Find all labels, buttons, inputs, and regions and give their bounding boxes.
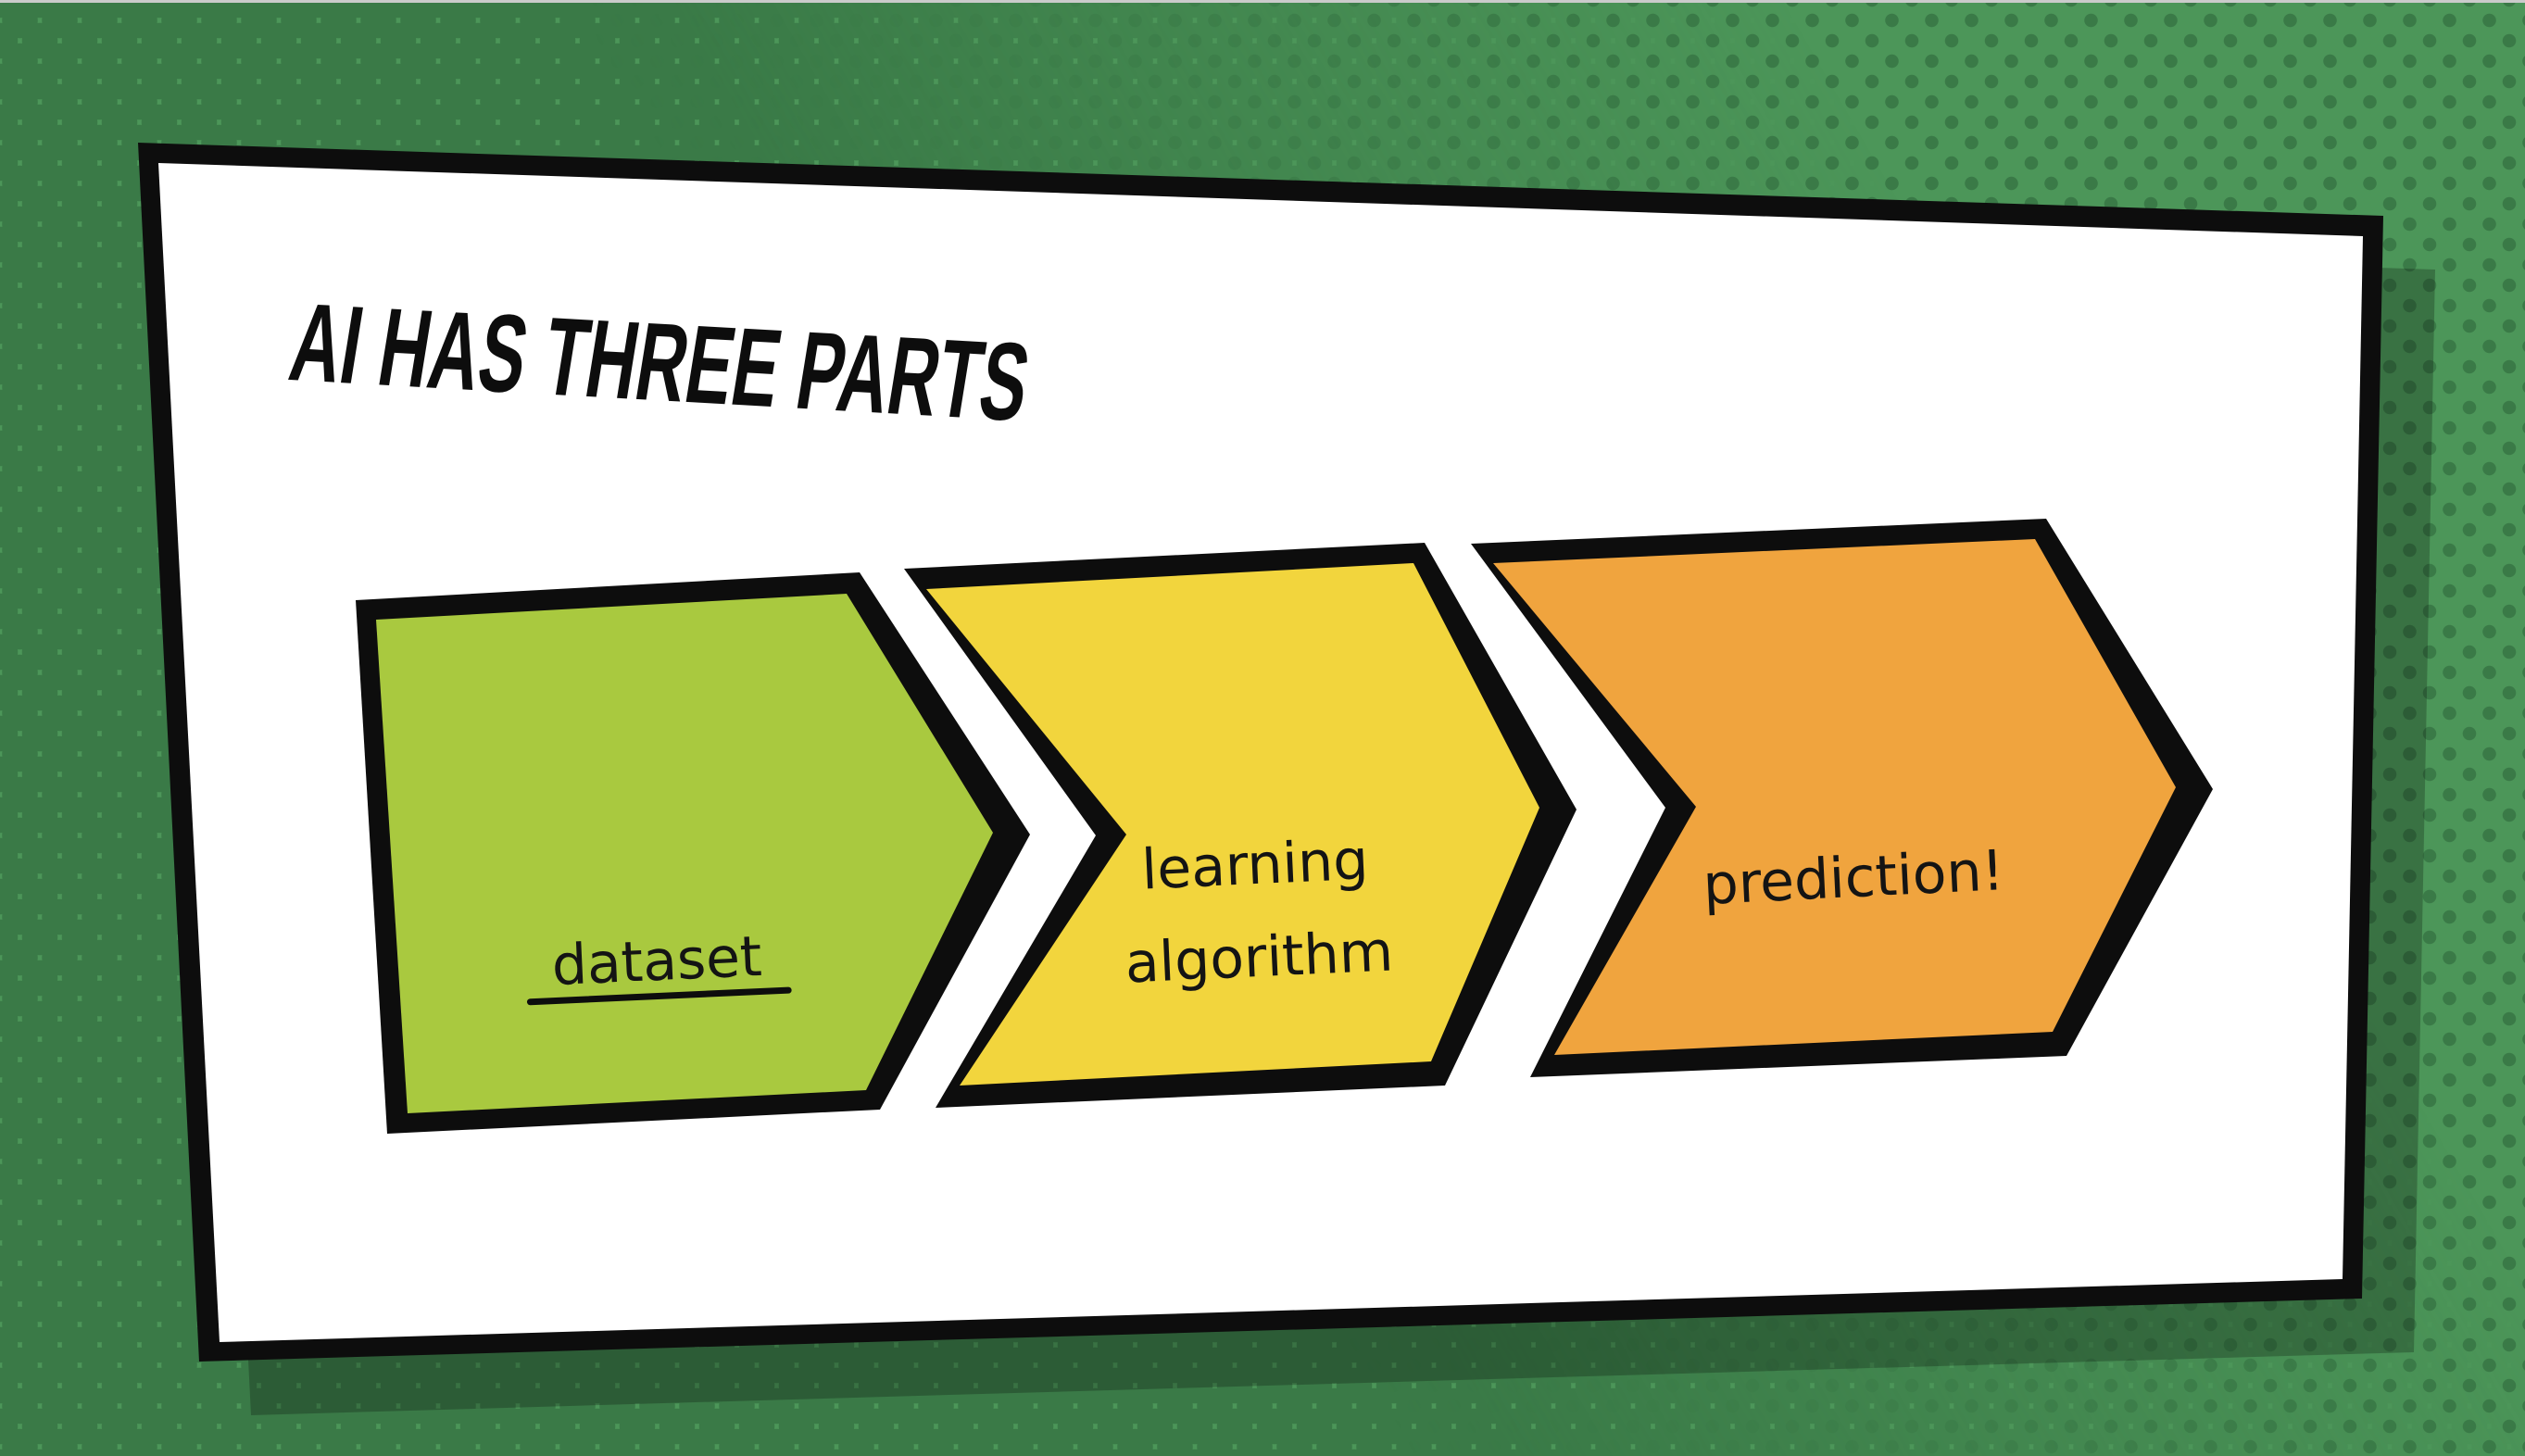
arrow-label-learning-line1[interactable]: learning — [1140, 828, 1370, 903]
process-arrow-learning-algorithm[interactable]: learning algorithm — [904, 543, 1577, 1108]
arrow-prediction-fill — [1493, 539, 2176, 1055]
dataset-underline — [526, 986, 792, 1006]
arrow-dataset-fill — [376, 594, 993, 1113]
arrow-label-learning-line2[interactable]: algorithm — [1124, 919, 1394, 996]
process-arrow-dataset[interactable]: dataset — [356, 572, 1030, 1134]
arrow-label-prediction[interactable]: prediction! — [1702, 838, 2005, 918]
screen-top-edge — [0, 0, 2525, 3]
arrow-learning-fill — [926, 563, 1539, 1086]
process-arrow-prediction[interactable]: prediction! — [1471, 519, 2213, 1077]
arrow-label-dataset[interactable]: dataset — [550, 924, 763, 998]
